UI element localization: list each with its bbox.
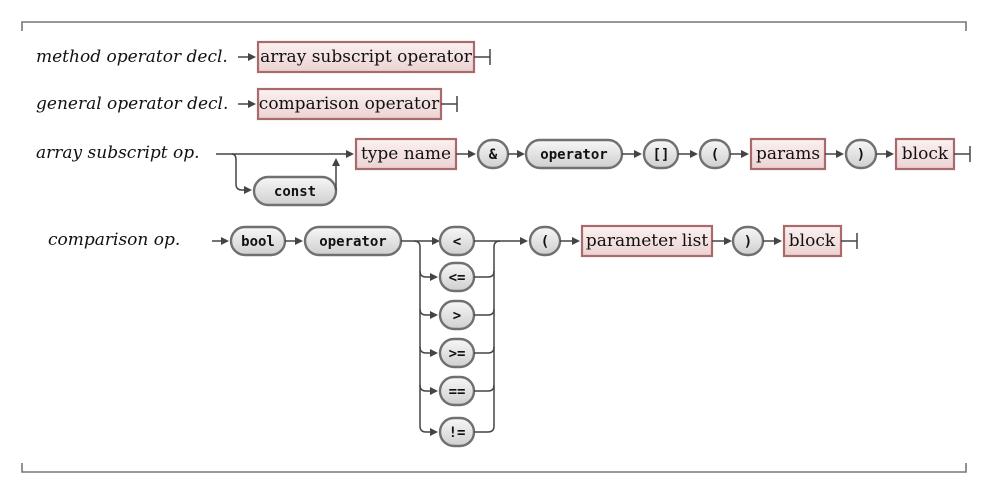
terminal-label: )	[744, 234, 752, 250]
rule-general-operator-decl: general operator decl. comparison operat…	[36, 87, 458, 121]
rule-label-general-operator-decl: general operator decl.	[36, 94, 228, 114]
terminal-label: const	[274, 184, 316, 200]
terminal-label: (	[711, 147, 719, 163]
frame-top	[21, 21, 967, 31]
rule-method-operator-decl: method operator decl. array subscript op…	[36, 40, 491, 74]
terminal-const	[252, 175, 338, 207]
terminal-label: ==	[449, 384, 466, 400]
nonterminal-type-name	[354, 137, 458, 171]
terminal-label: !=	[449, 425, 466, 441]
terminal-label: >=	[449, 346, 466, 362]
nonterminal-label: array subscript operator	[260, 47, 473, 67]
nonterminal-label: parameter list	[586, 231, 708, 251]
terminal-label: &	[489, 147, 498, 163]
rule-array-subscript-op: array subscript op. const type name & op…	[36, 137, 971, 207]
nonterminal-block	[894, 137, 956, 171]
nonterminal-label: block	[902, 144, 949, 164]
rule-comparison-op: comparison op. bool operator < <=	[48, 224, 858, 448]
rule-label-array-subscript-op: array subscript op.	[36, 143, 200, 163]
nonterminal-label: type name	[361, 144, 451, 164]
terminal-label: bool	[241, 234, 275, 250]
rule-label-method-operator-decl: method operator decl.	[36, 47, 228, 67]
rule-label-comparison-op: comparison op.	[48, 230, 180, 250]
terminal-label: <	[453, 234, 461, 250]
nonterminal-label: block	[789, 231, 836, 251]
terminal-label: >	[453, 308, 461, 324]
terminal-label: operator	[319, 234, 386, 250]
nonterminal-label: params	[756, 144, 820, 164]
terminal-label: operator	[540, 147, 607, 163]
nonterminal-comparison-operator	[256, 87, 443, 121]
terminal-label: )	[857, 147, 865, 163]
terminal-label: (	[541, 234, 549, 250]
nonterminal-label: comparison operator	[259, 94, 440, 114]
terminal-label: <=	[449, 270, 466, 286]
terminal-label: []	[653, 147, 670, 163]
frame-bottom	[21, 463, 967, 473]
